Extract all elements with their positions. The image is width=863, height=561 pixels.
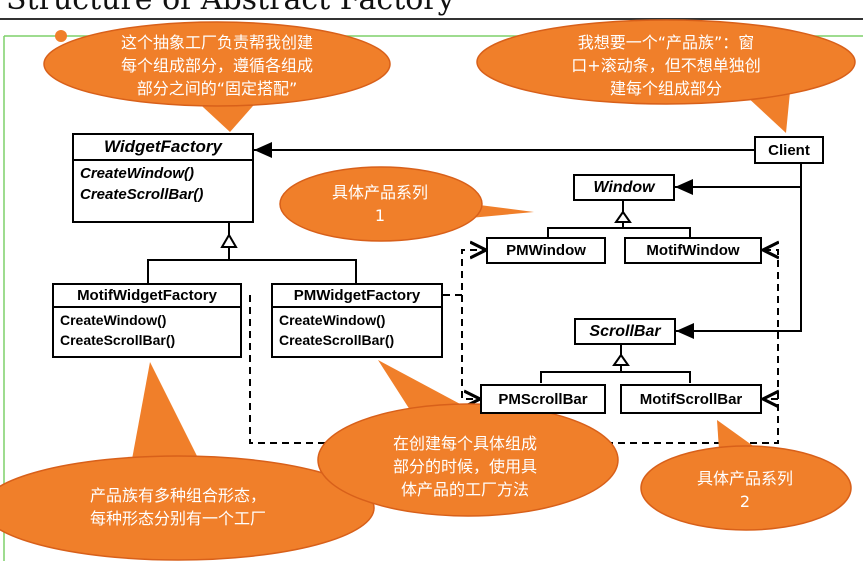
motif-widget-factory-name: MotifWidgetFactory: [54, 285, 240, 308]
pm-widget-factory-name: PMWidgetFactory: [273, 285, 441, 308]
pm-factory-to-pmscrollbar-dashed: [461, 295, 480, 399]
slide-title: Structure of Abstract Factory: [6, 0, 455, 17]
op-create-window: CreateWindow(): [279, 312, 386, 328]
pm-widget-factory-ops: CreateWindow() CreateScrollBar(): [273, 308, 441, 352]
pm-widget-factory-class: PMWidgetFactory CreateWindow() CreateScr…: [271, 283, 443, 358]
client-to-window-arrow: [675, 163, 802, 195]
scrollbar-class: ScrollBar: [574, 318, 676, 345]
factory-inherit-triangle: [220, 233, 238, 248]
pm-factory-to-pmwindow-dashed: [443, 250, 486, 296]
series-2-text: 具体产品系列 2: [696, 469, 793, 511]
bullet-dot: [55, 30, 67, 42]
callout-combo-note: [0, 362, 375, 561]
window-inherit-triangle: [614, 210, 632, 223]
motif-window-class: MotifWindow: [624, 237, 762, 264]
callout-client-note: [476, 19, 856, 133]
window-class: Window: [573, 174, 675, 201]
widget-factory-ops: CreateWindow() CreateScrollBar(): [74, 161, 252, 207]
motif-widget-factory-class: MotifWidgetFactory CreateWindow() Create…: [52, 283, 242, 358]
client-class: Client: [754, 136, 824, 164]
series-1-text: 具体产品系列 1: [331, 183, 428, 225]
op-create-window: CreateWindow(): [80, 165, 195, 182]
op-create-window: CreateWindow(): [60, 312, 167, 328]
motif-factory-to-motifwindow-dashed: [249, 250, 779, 444]
factory-note-text: 这个抽象工厂负责帮我创建 每个组成部分，遵循各组成 部分之间的“固定搭配”: [120, 33, 313, 98]
callout-series-2: [640, 420, 852, 531]
window-inherit-lines: [547, 227, 691, 237]
pm-scrollbar-class: PMScrollBar: [480, 384, 606, 414]
callout-series-1: [279, 166, 534, 242]
op-create-scrollbar: CreateScrollBar(): [80, 186, 204, 203]
factory-method-note-text: 在创建每个具体组成 部分的时候，使用具 体产品的工厂方法: [392, 434, 537, 499]
widget-factory-class: WidgetFactory CreateWindow() CreateScrol…: [72, 133, 254, 223]
widget-factory-name: WidgetFactory: [74, 135, 252, 161]
client-note-text: 我想要一个“产品族”：窗 口+滚动条，但不想单独创 建每个组成部分: [571, 33, 761, 98]
callout-factory-note: [43, 21, 391, 132]
motif-scrollbar-class: MotifScrollBar: [620, 384, 762, 414]
client-to-scrollbar-arrow: [676, 187, 802, 339]
scrollbar-inherit-triangle: [612, 353, 630, 366]
factory-inherit-lines: [147, 259, 357, 283]
motif-widget-factory-ops: CreateWindow() CreateScrollBar(): [54, 308, 240, 352]
callout-factory-method-note: [317, 360, 619, 517]
combo-note-text: 产品族有多种组合形态， 每种形态分别有一个工厂: [89, 486, 266, 528]
scrollbar-inherit-lines: [540, 371, 691, 383]
pm-window-class: PMWindow: [486, 237, 606, 264]
op-create-scrollbar: CreateScrollBar(): [60, 332, 176, 348]
op-create-scrollbar: CreateScrollBar(): [279, 332, 395, 348]
